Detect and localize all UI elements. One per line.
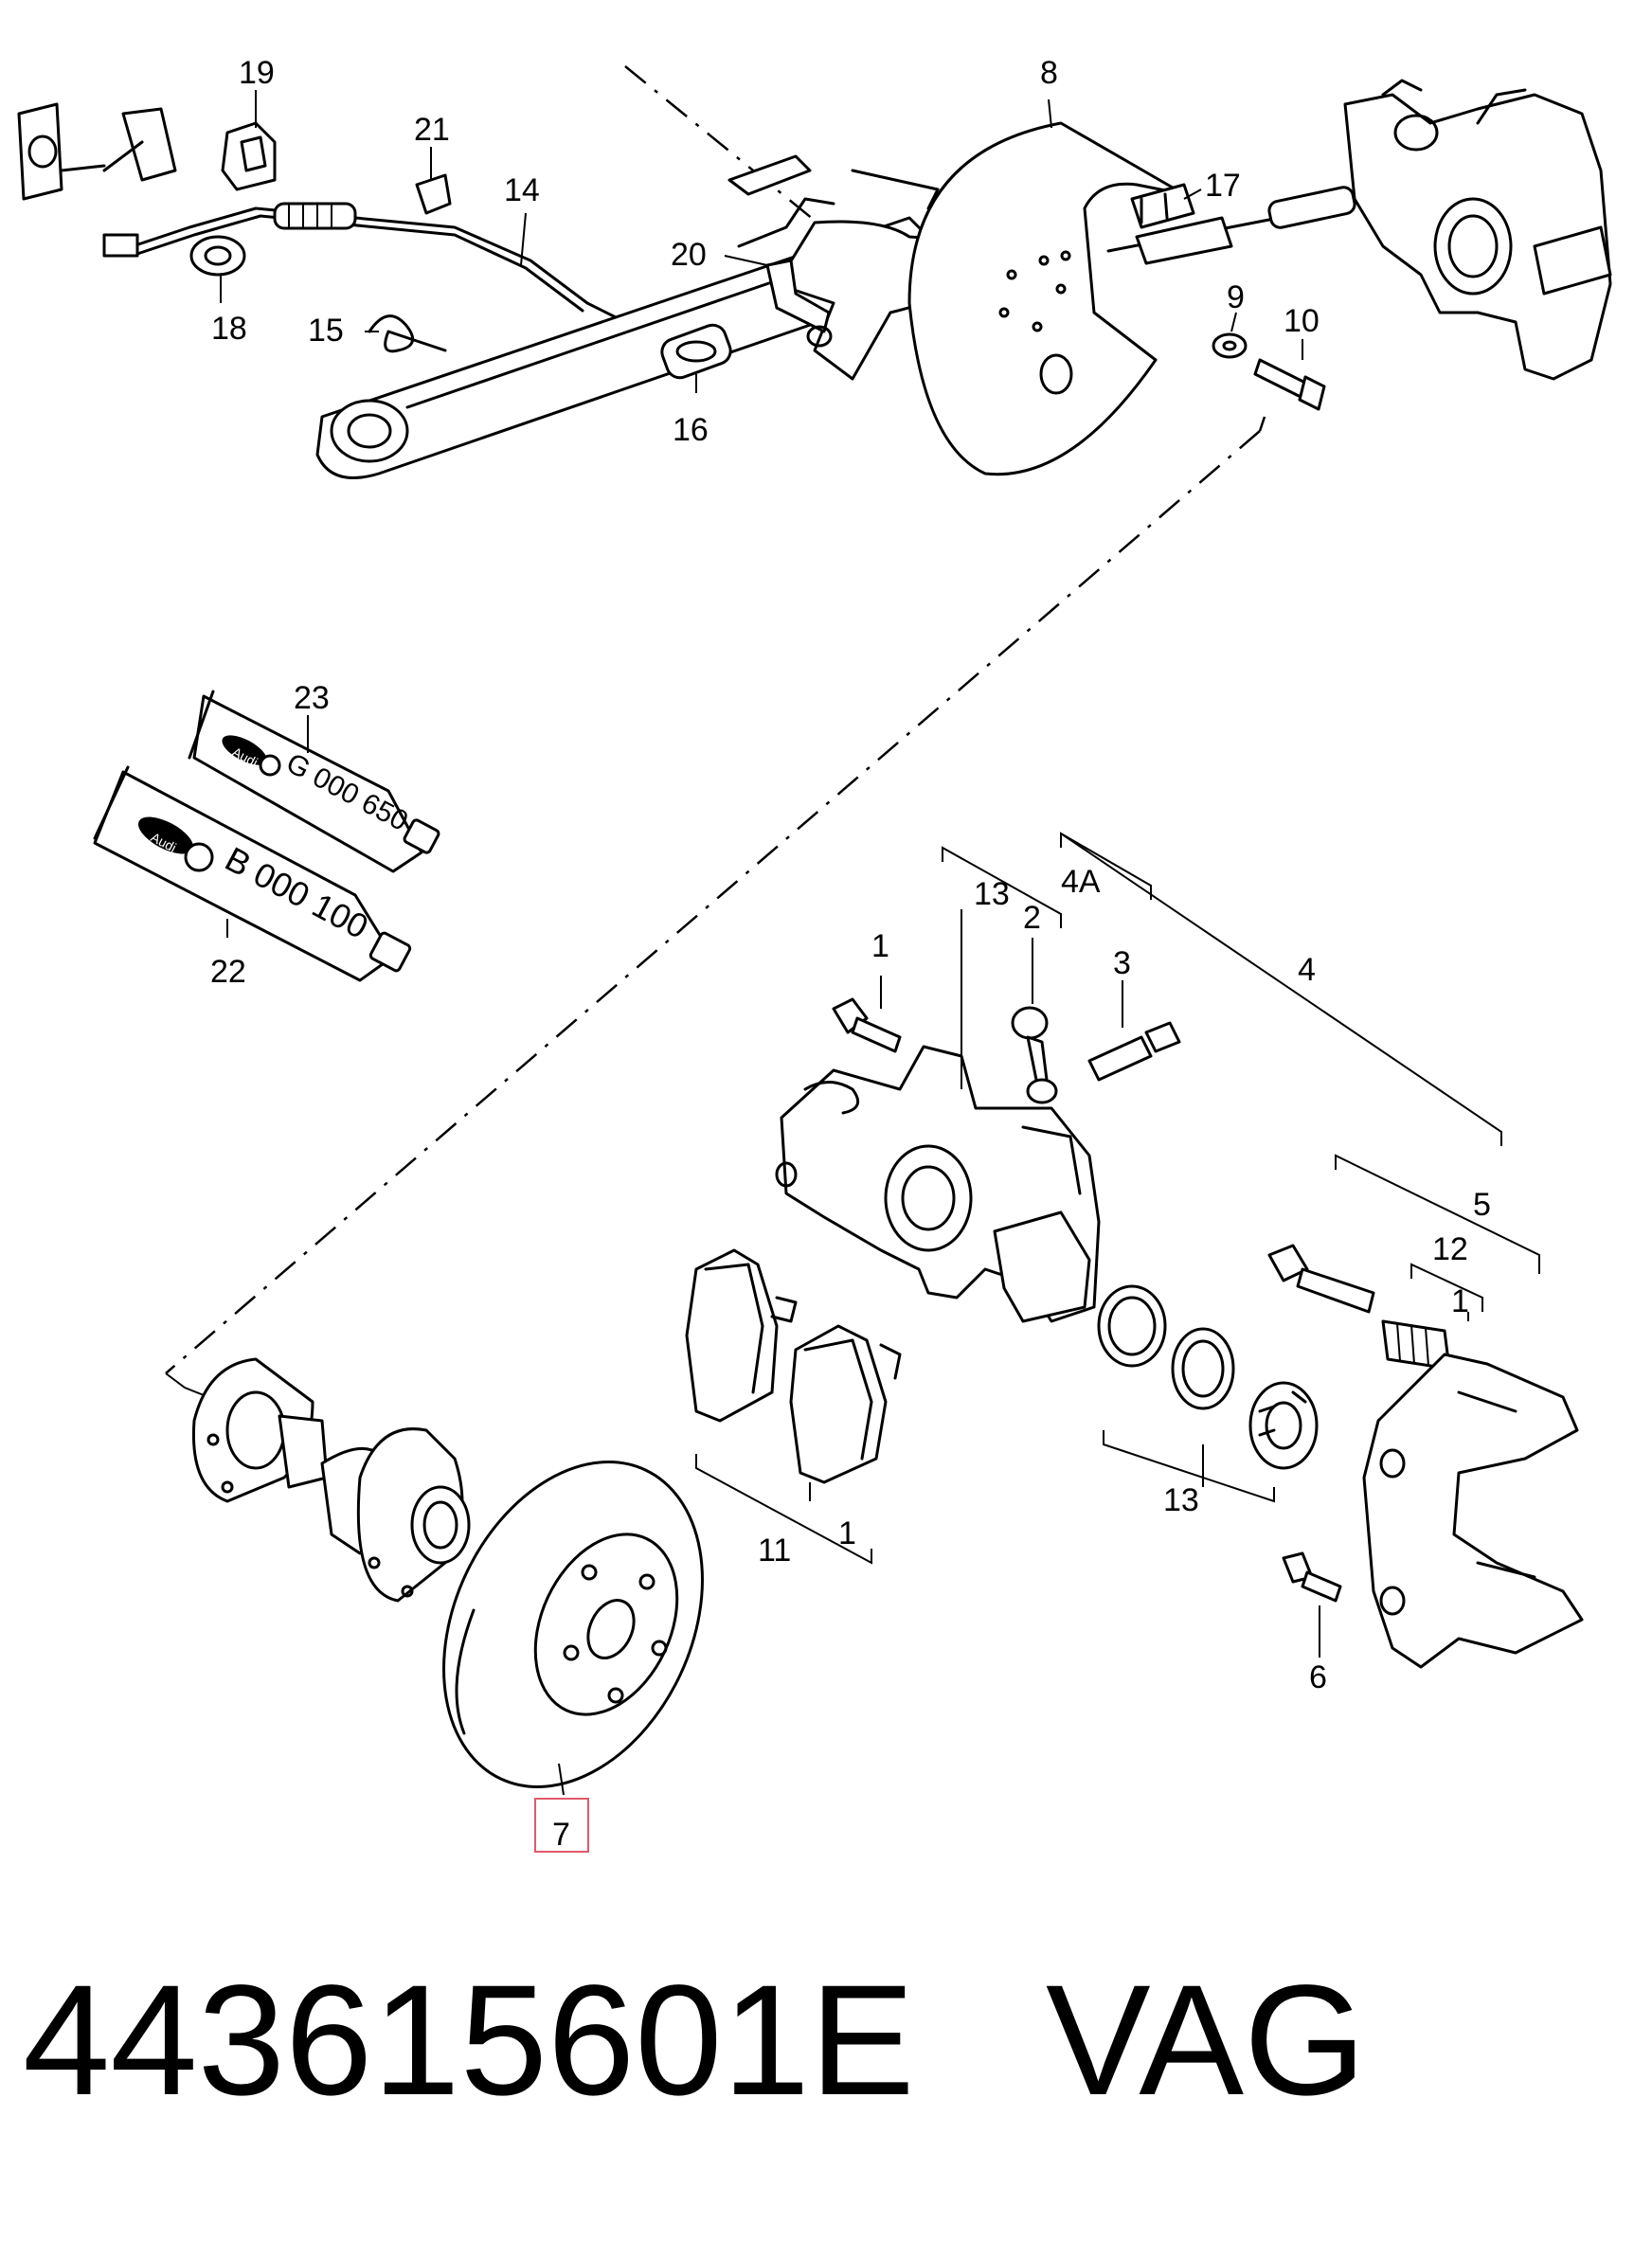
clip-17 — [1130, 183, 1195, 229]
callout-20: 20 — [671, 237, 707, 273]
callout-22: 22 — [210, 954, 246, 990]
spring-15 — [368, 314, 447, 353]
caliper-housing — [775, 1045, 1101, 1323]
callout-13-upper: 13 — [974, 876, 1010, 912]
piston-seal — [1097, 1284, 1167, 1368]
grommet-18 — [189, 235, 246, 277]
washer-9 — [1212, 332, 1248, 359]
assembly-line-hook — [165, 1372, 209, 1398]
wheel-hub — [191, 1357, 471, 1603]
callout-1-top: 1 — [871, 928, 889, 964]
part-number-caption: 443615601E VAG — [23, 1953, 1367, 2128]
callout-6: 6 — [1309, 1659, 1327, 1695]
bracket-lines — [220, 90, 1540, 1796]
callout-10: 10 — [1284, 303, 1320, 339]
bracket-20 — [765, 259, 833, 348]
callout-1-right: 1 — [1451, 1283, 1469, 1319]
caliper-carrier — [1362, 1353, 1584, 1669]
callout-12: 12 — [1432, 1231, 1468, 1267]
callout-labels: 19 21 14 8 17 20 9 10 15 18 16 23 22 13 … — [210, 55, 1491, 1853]
callout-14: 14 — [504, 172, 540, 208]
callout-8: 8 — [1040, 55, 1058, 91]
callout-18: 18 — [211, 311, 247, 347]
brake-disc — [442, 1461, 704, 1788]
callout-1-pads: 1 — [838, 1515, 856, 1551]
left-bracket — [17, 102, 177, 201]
callout-15: 15 — [308, 313, 344, 349]
cable-holder-16 — [660, 323, 732, 380]
callout-19: 19 — [239, 55, 275, 91]
cable-clip-19 — [221, 121, 277, 191]
guide-bolt — [1267, 1244, 1375, 1314]
callout-17: 17 — [1205, 168, 1241, 204]
callout-21: 21 — [414, 112, 450, 148]
callout-9: 9 — [1227, 279, 1245, 315]
callout-11: 11 — [758, 1533, 791, 1569]
handbrake-cable — [102, 202, 618, 319]
piston-boot — [1248, 1381, 1319, 1470]
brake-pad-right — [789, 1324, 902, 1484]
brake-pad-left — [685, 1248, 798, 1423]
callout-5: 5 — [1473, 1187, 1491, 1223]
bolt-10 — [1253, 358, 1326, 411]
callout-23: 23 — [294, 680, 330, 716]
callout-4: 4 — [1298, 952, 1316, 988]
callout-2: 2 — [1023, 900, 1041, 936]
caliper-upper-right — [1343, 79, 1612, 381]
callout-16: 16 — [673, 412, 709, 448]
callout-3: 3 — [1113, 945, 1131, 981]
callout-7: 7 — [552, 1817, 570, 1853]
bleeder-3 — [1087, 1021, 1181, 1082]
bolt-1-top — [832, 997, 902, 1053]
dust-boot — [1171, 1327, 1235, 1410]
callout-13-lower: 13 — [1163, 1482, 1199, 1518]
bolt-6 — [1282, 1551, 1342, 1603]
highlighted-callout-box — [534, 1798, 589, 1853]
callout-4A: 4A — [1061, 864, 1101, 900]
assembly-line-hub — [1258, 416, 1266, 432]
retainer-21 — [415, 173, 452, 215]
bleeder-2 — [1011, 1006, 1058, 1104]
backing-plate — [907, 121, 1186, 476]
